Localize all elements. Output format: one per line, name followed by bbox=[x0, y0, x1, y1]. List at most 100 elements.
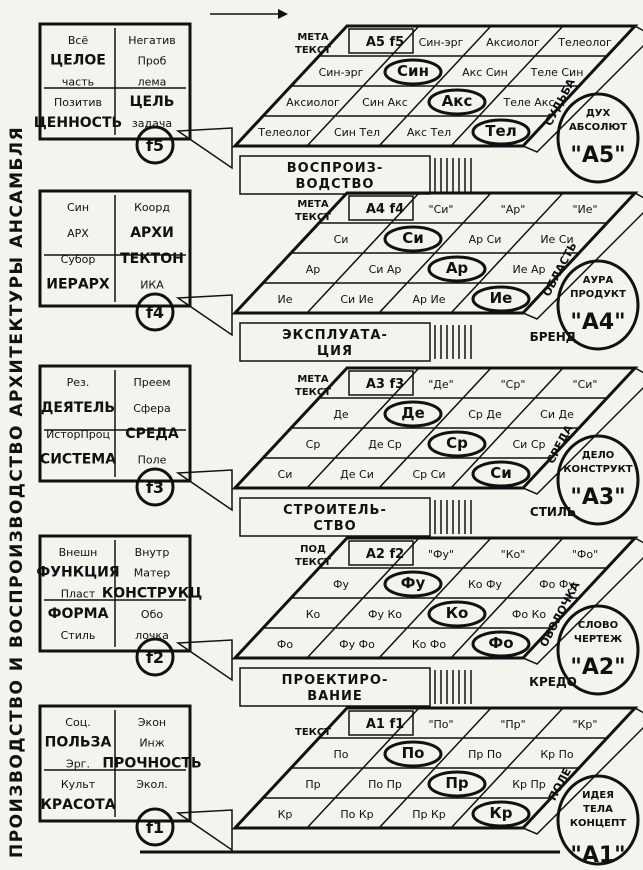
left-word: Коорд bbox=[134, 201, 170, 214]
grid-cell: Ко Фу bbox=[468, 578, 503, 591]
left-word: ТЕКТОН bbox=[120, 251, 184, 267]
result-circle-line: ДЕЛО bbox=[582, 450, 615, 461]
grid-cell: Ие Ар bbox=[513, 263, 546, 276]
func-label: f3 bbox=[146, 478, 164, 497]
result-circle-f3: ДЕЛО КОНСТРУКТ "A3" bbox=[556, 434, 640, 526]
left-word: Негатив bbox=[128, 34, 176, 47]
circled-cell bbox=[471, 285, 531, 313]
result-circle-shape bbox=[556, 434, 640, 526]
result-circle-line: КОНСТРУКТ bbox=[563, 464, 632, 475]
process-banner-line: ЦИЯ bbox=[317, 344, 353, 359]
grid-side-face bbox=[521, 192, 643, 320]
grid-cell: Теле Син bbox=[530, 66, 584, 79]
circled-cell bbox=[471, 118, 531, 146]
left-word: Сфера bbox=[133, 402, 171, 415]
process-banner-f3: СТРОИТЕЛЬ-СТВО bbox=[239, 497, 472, 537]
left-word: СРЕДА bbox=[125, 426, 179, 442]
process-banner-box bbox=[239, 667, 431, 707]
func-circle-f1: f1 bbox=[135, 807, 175, 847]
result-circle-line: АБСОЛЮТ bbox=[569, 122, 627, 133]
grid-col-line bbox=[450, 537, 564, 659]
grid-cell: Фу Ко bbox=[368, 608, 402, 621]
grid-cell: "Си" bbox=[573, 378, 598, 391]
right-label-2: СТИЛЬ bbox=[530, 505, 576, 519]
left-box bbox=[38, 22, 192, 141]
func-circle-shape bbox=[135, 637, 175, 677]
grid-cell-circled: Акс bbox=[442, 92, 473, 110]
grid-cell: "Ср" bbox=[501, 378, 526, 391]
func-label: f4 bbox=[146, 303, 164, 322]
grid-cell: "Си" bbox=[429, 203, 454, 216]
meta-word: МЕТА bbox=[297, 374, 329, 385]
left-word: Экон bbox=[138, 716, 166, 729]
left-block-f5: ВсёЦЕЛОЕчастьПозитивЦЕННОСТЬНегативПробл… bbox=[34, 22, 192, 141]
grid-side-face bbox=[521, 25, 643, 153]
grid-col-line bbox=[450, 707, 564, 829]
grid-cell-circled: Ие bbox=[490, 289, 513, 307]
grid-tag-label: A3 f3 bbox=[366, 377, 404, 392]
grid-cell: "Кр" bbox=[573, 718, 598, 731]
left-box bbox=[38, 189, 192, 308]
grid-side-face bbox=[521, 367, 643, 495]
grid-cell: Телеолог bbox=[557, 36, 612, 49]
grid-cell: Фо Фу bbox=[539, 578, 575, 591]
process-banner-line: ВОДСТВО bbox=[296, 177, 375, 192]
result-circle-line: "A5" bbox=[570, 143, 625, 168]
level-f2: ВнешнФУНКЦИЯПластФОРМАСтильВнутрМатерКОН… bbox=[36, 534, 643, 707]
left-word: ИКА bbox=[140, 279, 164, 292]
left-word: Культ bbox=[61, 778, 96, 791]
grid-cell-circled: Ко bbox=[446, 604, 469, 622]
grid-col-line bbox=[378, 537, 492, 659]
grid-col-line bbox=[306, 25, 420, 147]
grid-cell: "По" bbox=[428, 718, 453, 731]
grid-cell: Си bbox=[278, 468, 293, 481]
grid-cell: "Ар" bbox=[501, 203, 526, 216]
grid-tag-box bbox=[348, 370, 414, 396]
grid-cell: Ср Де bbox=[468, 408, 502, 421]
grid-tag-label: A5 f5 bbox=[366, 35, 404, 50]
left-word: ЦЕННОСТЬ bbox=[34, 115, 122, 131]
grid-cell: Аксиолог bbox=[286, 96, 340, 109]
grid-cell: Ар Ие bbox=[413, 293, 446, 306]
process-banner-line: ЭКСПЛУАТА- bbox=[282, 328, 388, 343]
connector-funnel bbox=[175, 294, 233, 337]
level-f1: Соц.ПОЛЬЗАЭрг.КультКРАСОТАЭконИнжПРОЧНОС… bbox=[38, 704, 643, 868]
left-block-f3: Рез.ДЕЯТЕЛЬИсторПроцСИСТЕМАПреемСфераСРЕ… bbox=[38, 364, 192, 483]
connector-funnel bbox=[175, 469, 233, 512]
grid-tag-label: A1 f1 bbox=[366, 717, 404, 732]
grid-col-line bbox=[378, 25, 492, 147]
left-box bbox=[38, 704, 192, 823]
left-box bbox=[38, 534, 192, 653]
grid-cell: Син Тел bbox=[334, 126, 380, 139]
top-arrow bbox=[210, 9, 288, 19]
result-circle-line: СЛОВО bbox=[578, 620, 618, 631]
circled-cell bbox=[383, 400, 443, 428]
grid-cell: Ср bbox=[306, 438, 321, 451]
func-circle-shape bbox=[135, 807, 175, 847]
grid-cell: Си Ар bbox=[369, 263, 402, 276]
func-circle-f5: f5 bbox=[135, 125, 175, 165]
circled-cell bbox=[383, 740, 443, 768]
left-word: АРХИ bbox=[130, 225, 174, 241]
connector-funnel bbox=[175, 809, 233, 852]
grid-cell: Си bbox=[334, 233, 349, 246]
result-circle-line: "A3" bbox=[570, 485, 625, 510]
grid-tag: A3 f3 bbox=[348, 370, 414, 396]
right-label: ПОЛЕ bbox=[546, 766, 574, 803]
grid-cell: Си Ие bbox=[340, 293, 374, 306]
level-f4: СинАРХСуборИЕРАРХКоордАРХИТЕКТОНИКАf4A4 … bbox=[38, 189, 643, 362]
left-word: Поле bbox=[138, 454, 167, 467]
grid-cell: Син Акс bbox=[362, 96, 408, 109]
result-circle-shape bbox=[556, 259, 640, 351]
connector-funnel bbox=[175, 127, 233, 170]
left-word: ПРОЧНОСТЬ bbox=[102, 755, 201, 771]
grid-cell: Пр Кр bbox=[412, 808, 446, 821]
left-word: ДЕЯТЕЛЬ bbox=[41, 400, 115, 416]
circled-cell bbox=[427, 770, 487, 798]
func-circle-shape bbox=[135, 125, 175, 165]
